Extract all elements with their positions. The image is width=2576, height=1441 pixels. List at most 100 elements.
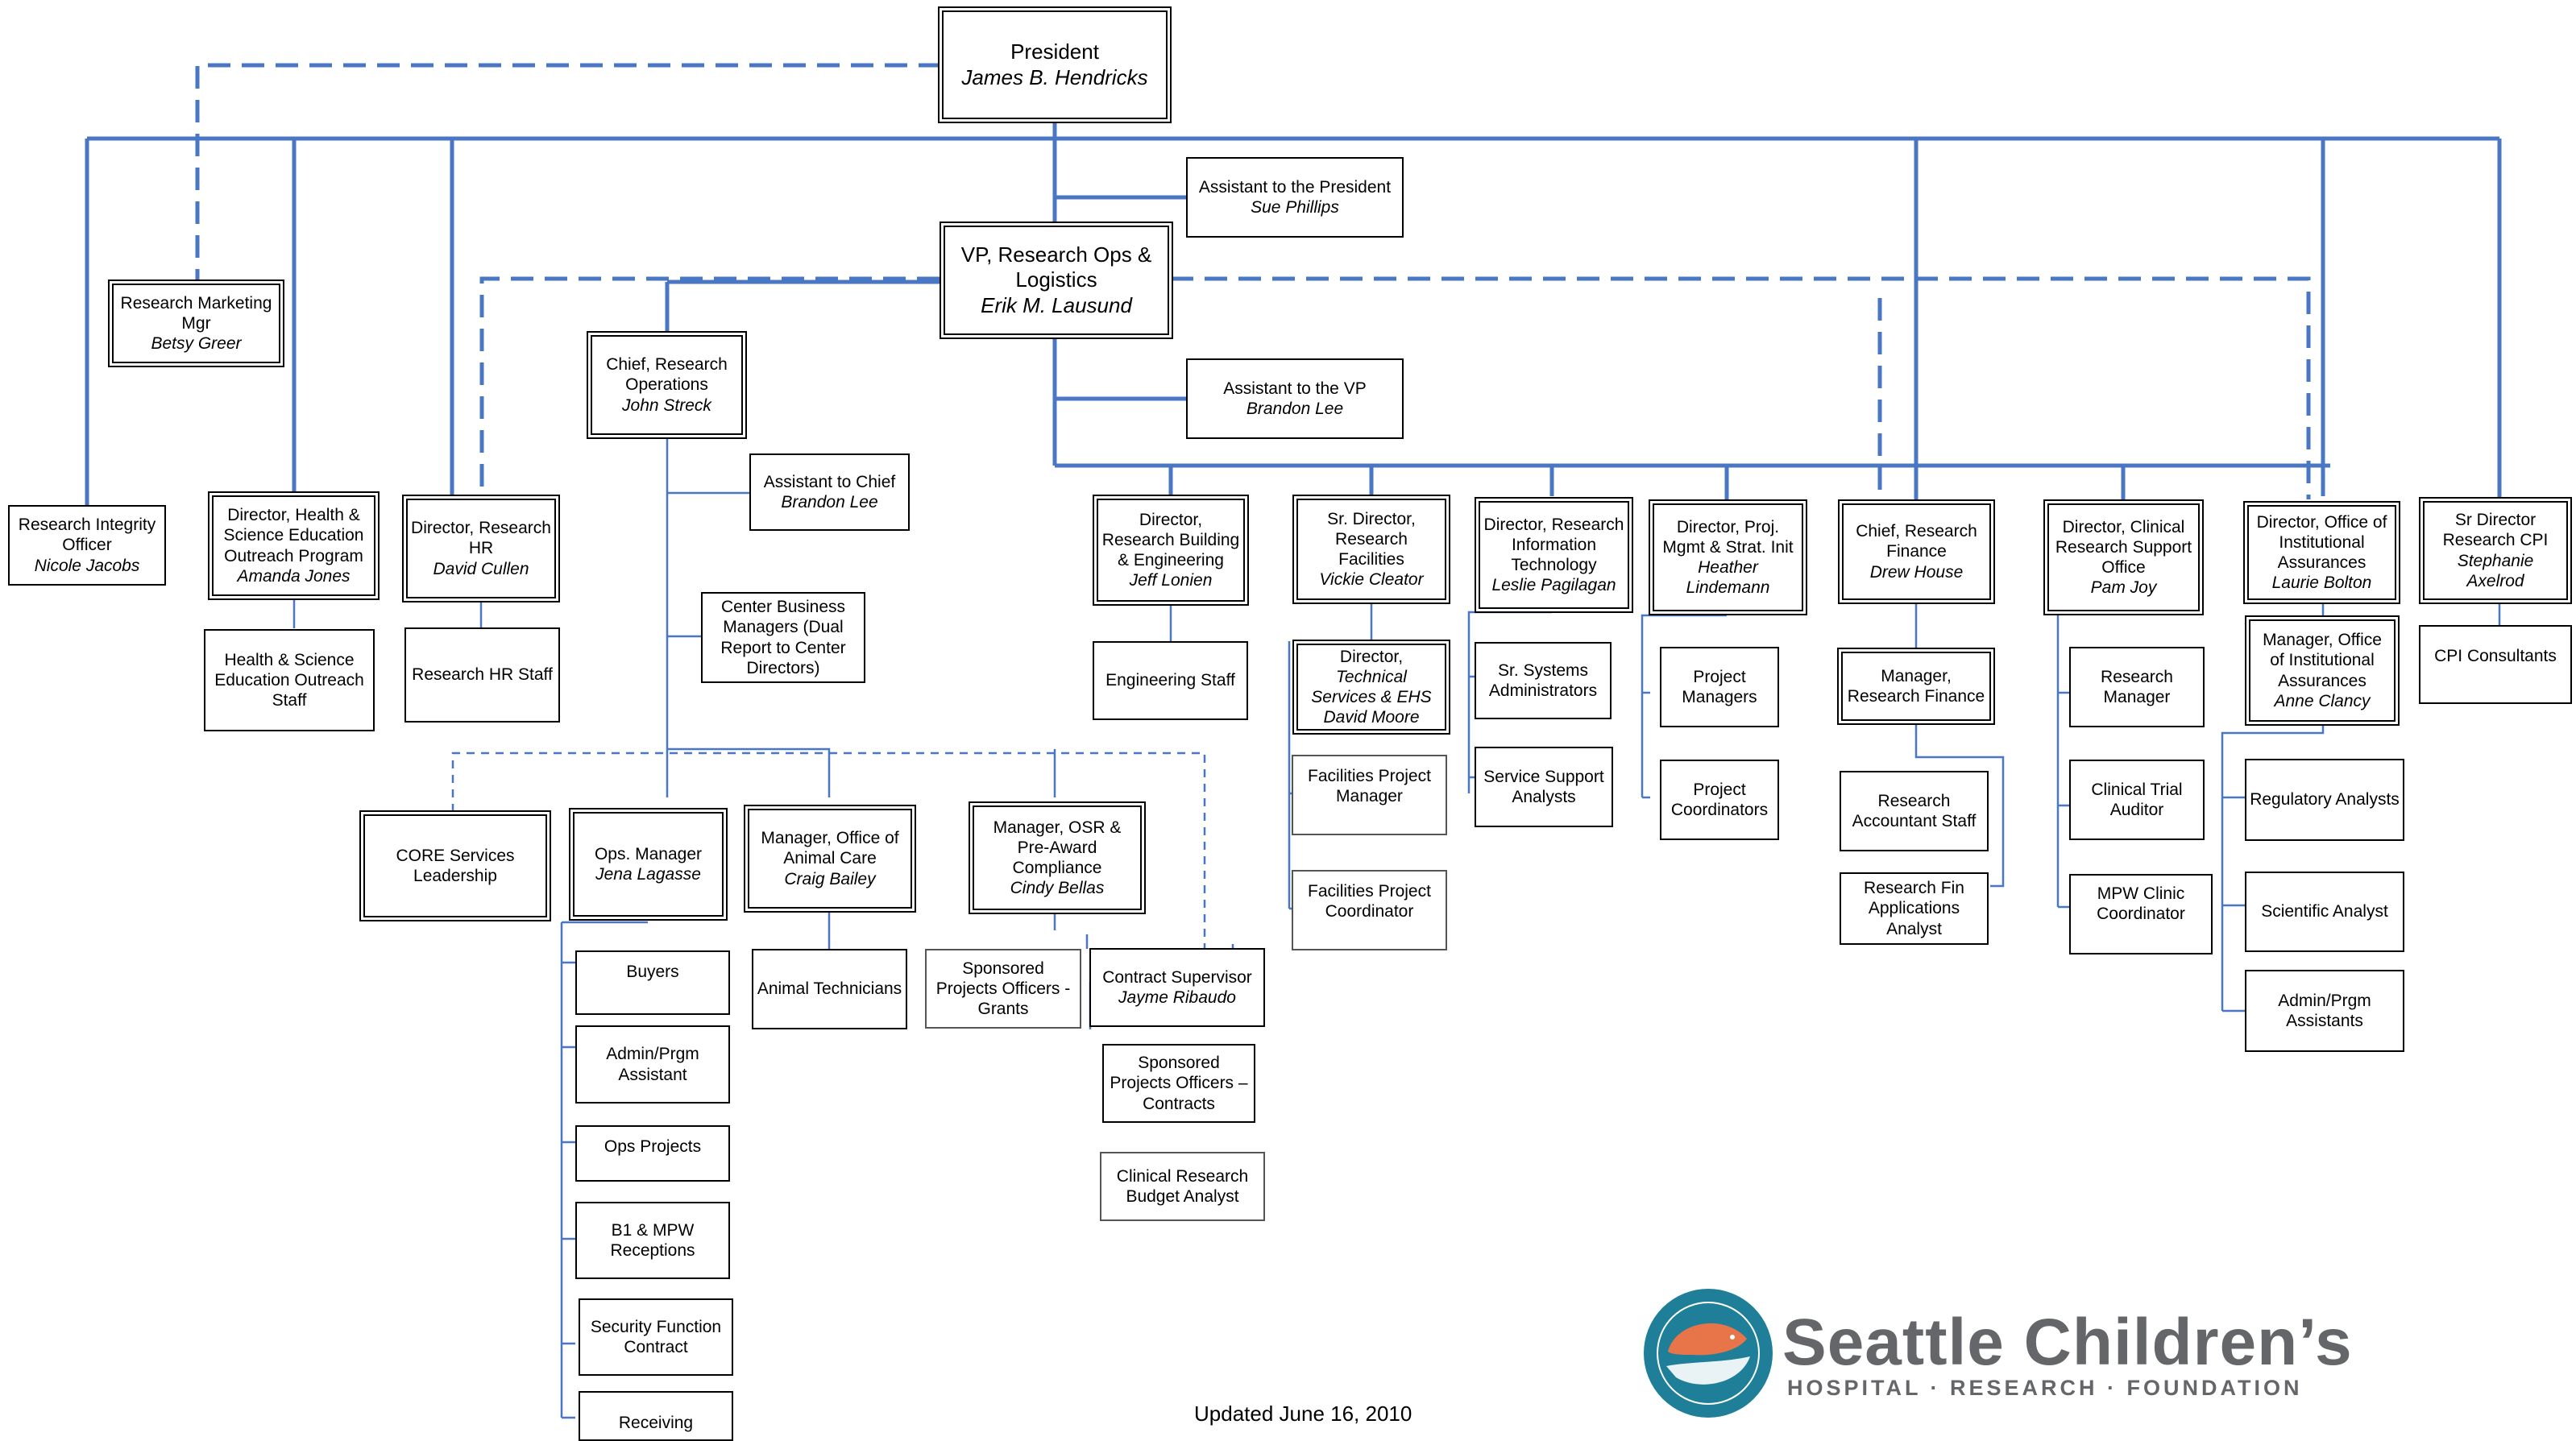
node-person: Brandon Lee bbox=[781, 493, 878, 511]
node-title: Sponsored Projects Officers – Contracts bbox=[1110, 1054, 1248, 1113]
node-receiving: Receiving bbox=[579, 1391, 733, 1441]
node-person: Sue Phillips bbox=[1251, 198, 1339, 217]
node-ops-mgr: Ops. Manager Jena Lagasse bbox=[569, 808, 728, 921]
node-mgr-finance: Manager, Research Finance bbox=[1837, 648, 1995, 725]
node-admin-prgm-2: Admin/Prgm Assistants bbox=[2245, 970, 2404, 1052]
node-person: Heather Lindemann bbox=[1686, 558, 1770, 598]
node-title: Center Business Managers (Dual Report to… bbox=[720, 598, 846, 677]
node-title: Project Managers bbox=[1682, 667, 1757, 706]
node-person: David Cullen bbox=[433, 559, 529, 578]
node-person: Betsy Greer bbox=[151, 334, 242, 354]
node-person: Leslie Pagilagan bbox=[1491, 576, 1616, 595]
node-title: Director, bbox=[1339, 647, 1404, 666]
node-person: Jena Lagasse bbox=[595, 865, 701, 884]
node-title: Security Function Contract bbox=[590, 1317, 722, 1356]
node-sci-analyst: Scientific Analyst bbox=[2245, 872, 2404, 952]
node-sys-admin: Sr. Systems Administrators bbox=[1475, 642, 1612, 719]
node-title: Director, Research HR bbox=[411, 519, 551, 558]
node-eng-staff: Engineering Staff bbox=[1093, 641, 1248, 720]
node-contract-sup: Contract Supervisor Jayme Ribaudo bbox=[1089, 948, 1265, 1027]
node-person: Vickie Cleator bbox=[1319, 570, 1424, 590]
node-title: President bbox=[1010, 39, 1099, 64]
node-osr-mgr: Manager, OSR & Pre-Award Compliance Cind… bbox=[969, 801, 1146, 914]
node-facilities: Sr. Director, Research Facilities Vickie… bbox=[1292, 495, 1450, 604]
node-fin-apps: Research Fin Applications Analyst bbox=[1840, 872, 1989, 945]
node-title: Research Accountant Staff bbox=[1852, 791, 1977, 830]
node-president: President James B. Hendricks bbox=[938, 6, 1172, 123]
node-animal-tech: Animal Technicians bbox=[752, 949, 907, 1029]
node-person: Nicole Jacobs bbox=[34, 556, 140, 575]
node-reg-analysts: Regulatory Analysts bbox=[2245, 759, 2404, 841]
node-person: Craig Bailey bbox=[784, 869, 876, 888]
node-dir-pm: Director, Proj. Mgmt & Strat. Init Heath… bbox=[1649, 499, 1807, 615]
node-research-mgr: Research Manager bbox=[2069, 647, 2205, 727]
node-title: Facilities Project Manager bbox=[1308, 767, 1431, 806]
node-person: David Moore bbox=[1323, 708, 1420, 727]
node-title: Receiving bbox=[618, 1413, 694, 1432]
node-person: Jayme Ribaudo bbox=[1118, 988, 1236, 1007]
node-assistant-vp: Assistant to the VP Brandon Lee bbox=[1186, 358, 1404, 439]
node-dir-building: Director, Research Building & Engineerin… bbox=[1093, 495, 1249, 606]
node-title: Director, Office of Institutional Assura… bbox=[2256, 512, 2387, 572]
node-person: Stephanie Axelrod bbox=[2457, 551, 2534, 590]
node-dir-it: Director, Research Information Technolog… bbox=[1475, 497, 1633, 613]
node-title: Director, Clinical Research Support Offi… bbox=[2055, 517, 2192, 577]
node-title: Admin/Prgm Assistants bbox=[2278, 991, 2371, 1030]
node-budget-analyst: Clinical Research Budget Analyst bbox=[1100, 1152, 1265, 1221]
node-title: Manager, Office of Institutional Assuran… bbox=[2263, 631, 2382, 690]
node-core: CORE Services Leadership bbox=[359, 810, 551, 921]
node-title: Scientific Analyst bbox=[2261, 902, 2388, 921]
seattle-childrens-logo: Seattle Children’s HOSPITAL · RESEARCH ·… bbox=[1644, 1289, 2353, 1418]
updated-date: Updated June 16, 2010 bbox=[1194, 1402, 1412, 1426]
node-proj-coord: Project Coordinators bbox=[1660, 760, 1779, 840]
node-cpi-consult: CPI Consultants bbox=[2419, 625, 2572, 704]
node-title: Director, Health & Science Education Out… bbox=[223, 506, 364, 565]
node-trial-auditor: Clinical Trial Auditor bbox=[2069, 760, 2205, 840]
whale-logo-icon bbox=[1644, 1289, 1773, 1418]
node-hseop: Director, Health & Science Education Out… bbox=[208, 491, 380, 600]
node-title: Sr Director Research CPI bbox=[2442, 511, 2549, 550]
node-spo-contracts: Sponsored Projects Officers – Contracts bbox=[1102, 1044, 1255, 1123]
node-title: Clinical Research Budget Analyst bbox=[1116, 1166, 1249, 1206]
node-title: Regulatory Analysts bbox=[2250, 790, 2400, 810]
node-person: John Streck bbox=[622, 395, 711, 415]
node-mgr-ia: Manager, Office of Institutional Assuran… bbox=[2245, 615, 2400, 726]
node-title: Sr. Systems Administrators bbox=[1488, 660, 1598, 700]
node-title: Director, Proj. Mgmt & Strat. Init bbox=[1662, 517, 1794, 557]
node-person: Cindy Bellas bbox=[1010, 879, 1105, 898]
node-title: Chief, Research Operations bbox=[606, 355, 728, 395]
node-title: Animal Technicians bbox=[757, 979, 902, 999]
node-title: Director, Research Information Technolog… bbox=[1483, 515, 1624, 574]
node-title: Buyers bbox=[626, 963, 679, 981]
node-tech-services: Director, Technical Services & EHS David… bbox=[1292, 640, 1450, 735]
node-title: Research Marketing Mgr bbox=[120, 293, 272, 333]
node-title: Ops Projects bbox=[604, 1137, 702, 1156]
node-buyers: Buyers bbox=[575, 950, 730, 1015]
node-service-support: Service Support Analysts bbox=[1475, 747, 1613, 827]
node-title-2: Technical Services & EHS bbox=[1311, 667, 1432, 706]
node-title: Engineering Staff bbox=[1105, 671, 1235, 690]
node-title: Assistant to Chief bbox=[763, 472, 896, 491]
node-security: Security Function Contract bbox=[579, 1298, 733, 1376]
node-person: Amanda Jones bbox=[237, 566, 351, 586]
node-spo-grants: Sponsored Projects Officers - Grants bbox=[925, 949, 1081, 1029]
node-title: Manager, Research Finance bbox=[1847, 666, 1985, 706]
node-person: Anne Clancy bbox=[2274, 691, 2371, 710]
node-person: James B. Hendricks bbox=[961, 64, 1148, 89]
node-ops-projects: Ops Projects bbox=[575, 1125, 730, 1182]
node-admin-prgm-1: Admin/Prgm Assistant bbox=[575, 1025, 730, 1104]
node-title: CPI Consultants bbox=[2434, 647, 2557, 665]
node-title: Research HR Staff bbox=[412, 665, 553, 685]
node-title: Project Coordinators bbox=[1670, 780, 1769, 819]
node-title: Ops. Manager bbox=[594, 844, 703, 863]
node-dir-hr: Director, Research HR David Cullen bbox=[402, 495, 560, 602]
node-person: Pam Joy bbox=[2090, 578, 2157, 598]
node-center-bm: Center Business Managers (Dual Report to… bbox=[701, 592, 865, 683]
node-title: MPW Clinic Coordinator bbox=[2097, 884, 2185, 924]
node-title: Manager, Office of Animal Care bbox=[761, 829, 899, 868]
node-marketing: Research Marketing Mgr Betsy Greer bbox=[108, 280, 284, 367]
node-title: Sr. Director, Research Facilities bbox=[1327, 509, 1416, 569]
node-person: Drew House bbox=[1869, 562, 1964, 582]
node-integrity: Research Integrity Officer Nicole Jacobs bbox=[8, 505, 166, 586]
